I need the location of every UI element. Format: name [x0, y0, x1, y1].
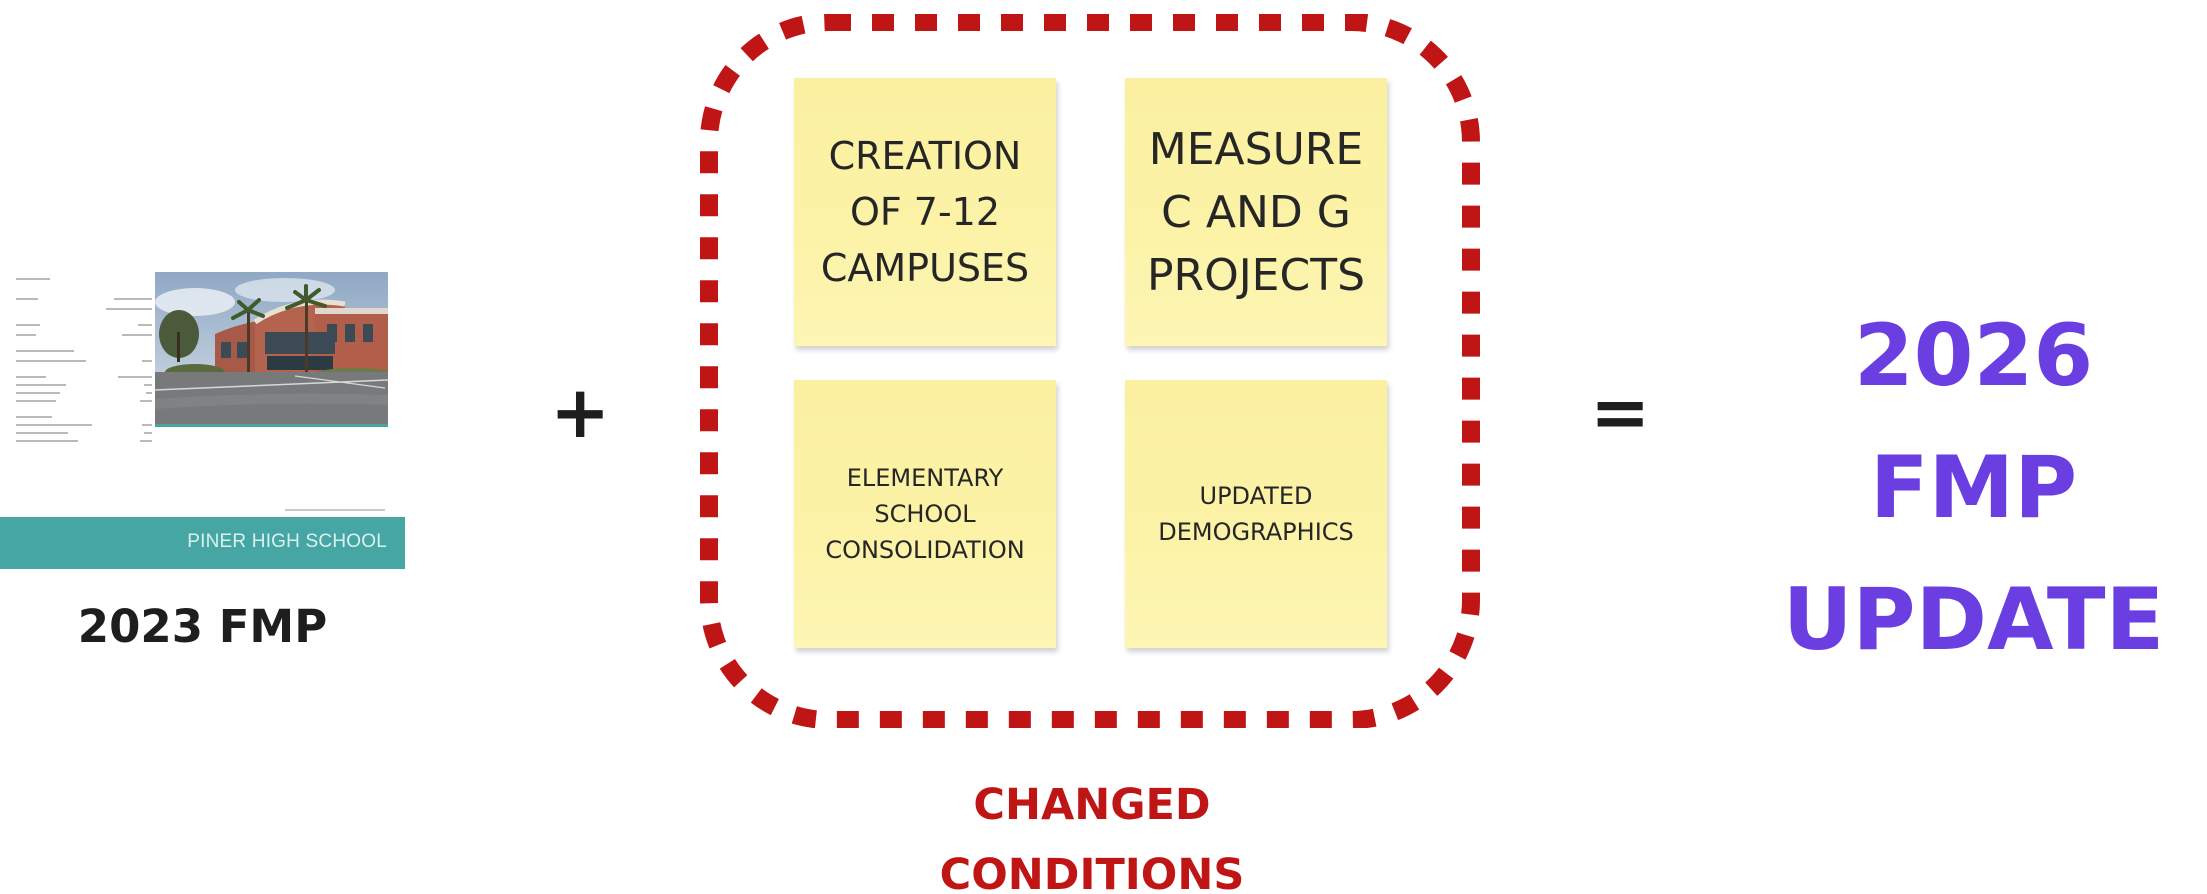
photo-underline	[155, 424, 388, 427]
sticky-note-text: CREATION OF 7-12 CAMPUSES	[820, 134, 1030, 290]
sticky-note-demographics: UPDATED DEMOGRAPHICS	[1125, 380, 1387, 648]
changed-conditions-label: CHANGED CONDITIONS	[939, 780, 1245, 894]
sticky-note-text: ELEMENTARY SCHOOL CONSOLIDATION	[825, 464, 1025, 564]
sticky-note-text: UPDATED DEMOGRAPHICS	[1158, 482, 1354, 546]
sticky-note-campuses: CREATION OF 7-12 CAMPUSES	[794, 78, 1056, 346]
changed-conditions-frame	[699, 14, 1485, 728]
photo-caption-line	[285, 509, 385, 511]
sticky-note-text: MEASURE C AND G PROJECTS	[1146, 123, 1366, 301]
equals-operator: =	[1590, 370, 1651, 454]
school-name-band: PINER HIGH SCHOOL	[0, 517, 405, 569]
sticky-note-consolidation: ELEMENTARY SCHOOL CONSOLIDATION	[794, 380, 1056, 648]
plus-operator: +	[550, 370, 611, 454]
fmp-2023-label: 2023 FMP	[77, 600, 328, 653]
sticky-note-measure-projects: MEASURE C AND G PROJECTS	[1125, 78, 1387, 346]
fmp-2023-document-thumbnail: PINER HIGH SCHOOL	[0, 268, 405, 570]
fmp-2026-update-result: 2026 FMP UPDATE	[1782, 306, 2165, 670]
school-photo	[155, 272, 388, 424]
school-name: PINER HIGH SCHOOL	[187, 531, 387, 552]
